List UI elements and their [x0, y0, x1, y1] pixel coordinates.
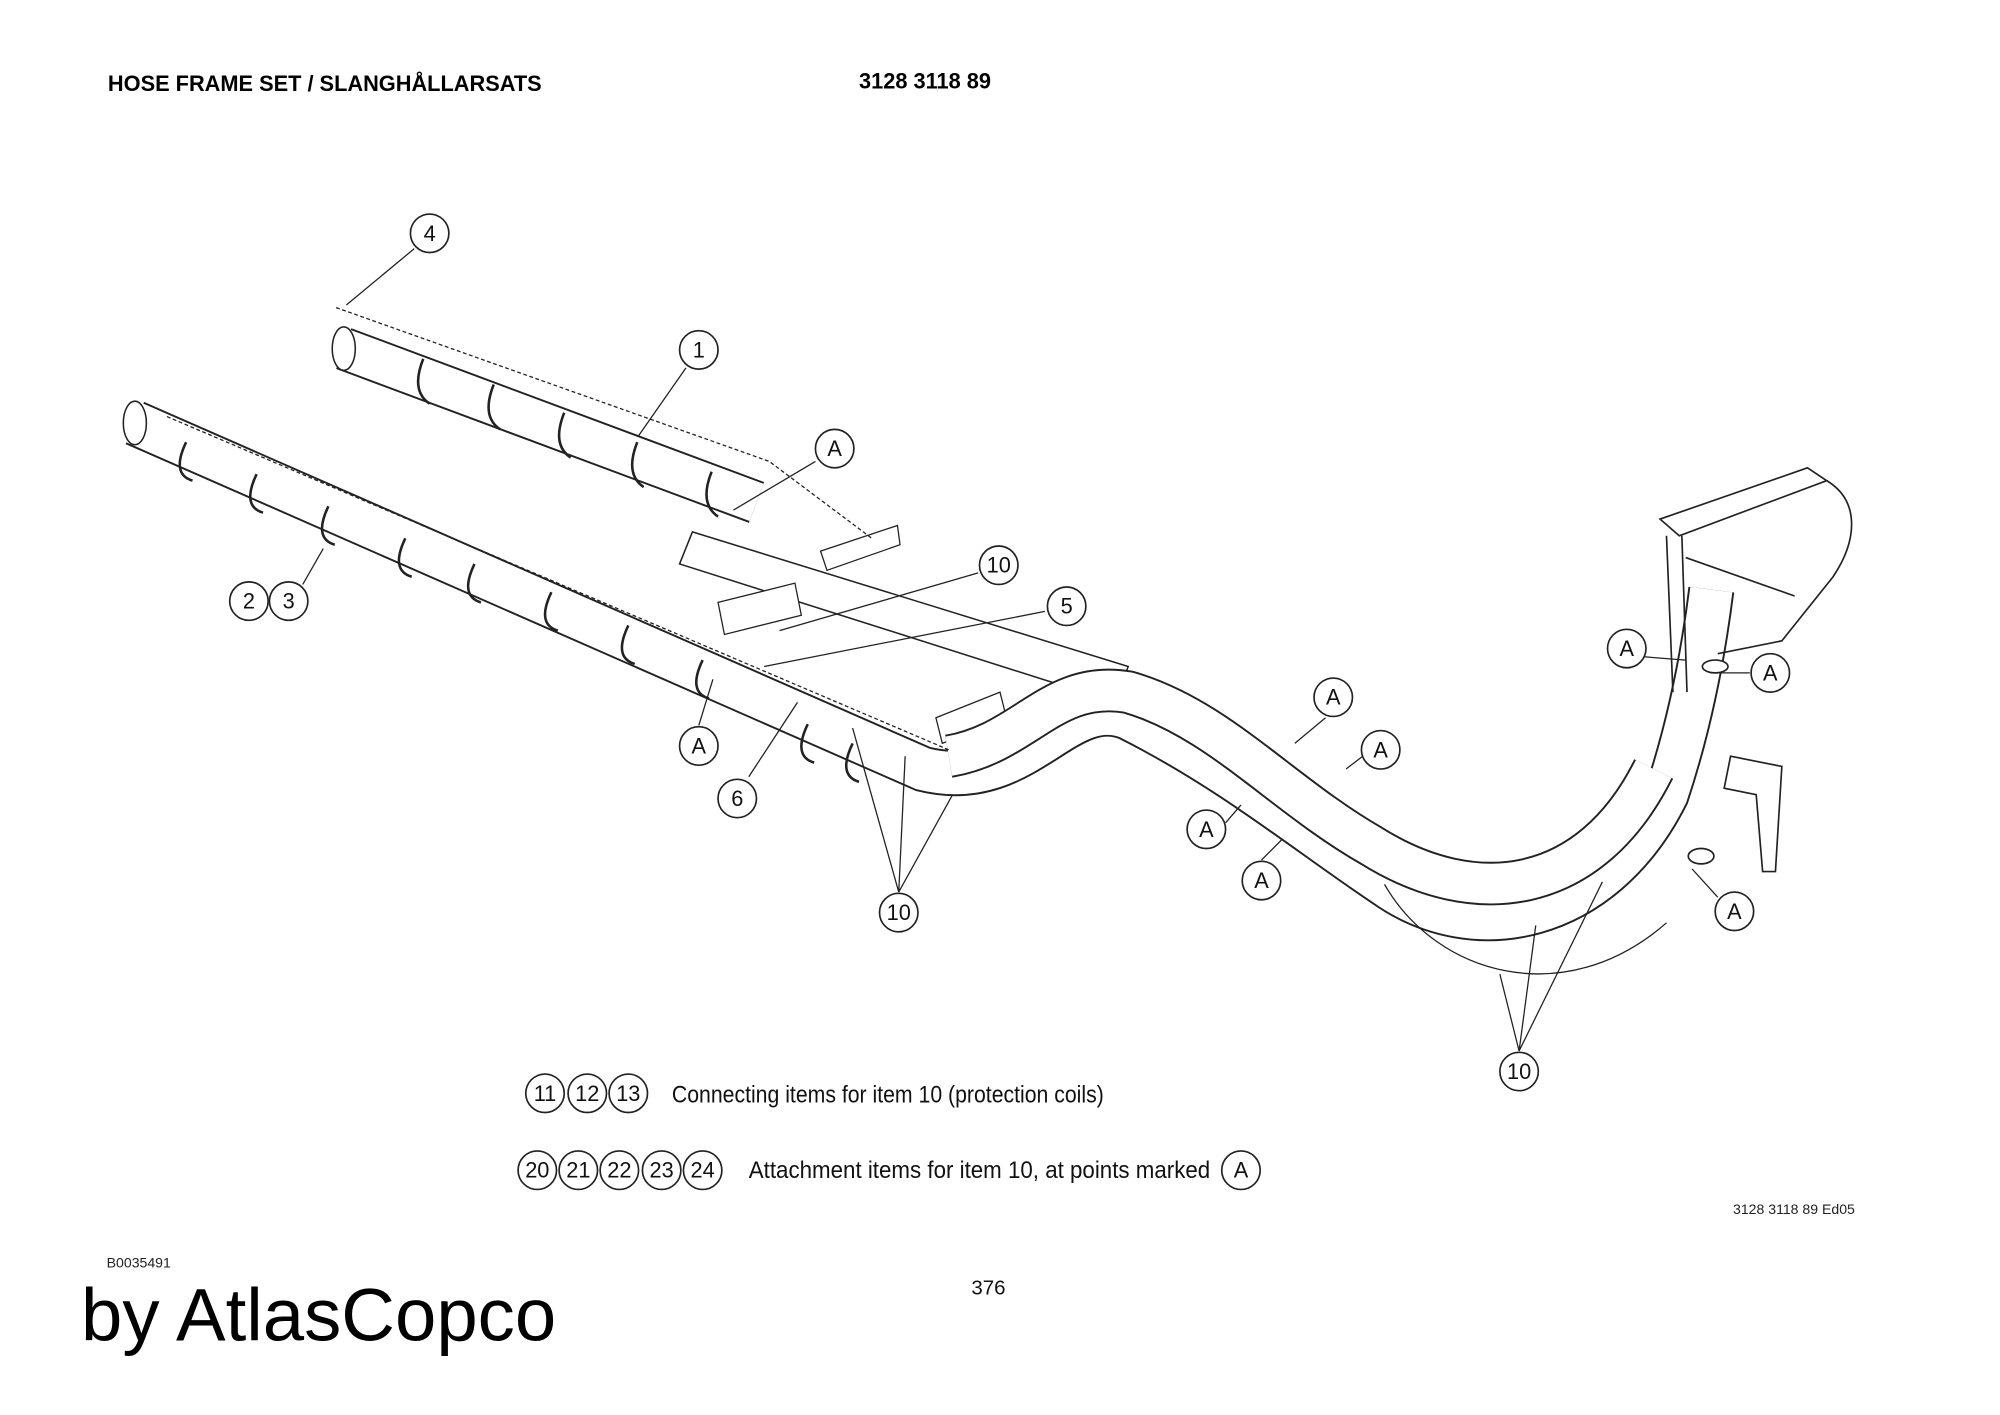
legend-row-attachment: 20 21 22 23 24 Attachment items for item… — [517, 1150, 1262, 1191]
callout-a: A — [1313, 677, 1354, 718]
drawing-id: B0035491 — [107, 1255, 171, 1271]
svg-text:10: 10 — [887, 900, 911, 925]
svg-text:A: A — [1234, 1158, 1249, 1183]
svg-text:10: 10 — [987, 553, 1011, 578]
legend-text: Attachment items for item 10, at points … — [749, 1157, 1210, 1184]
callout-2: 2 — [228, 581, 269, 622]
svg-text:A: A — [692, 733, 707, 758]
callout-10: 10 — [1499, 1051, 1540, 1092]
svg-text:13: 13 — [616, 1081, 640, 1106]
callout-a: A — [678, 725, 719, 767]
svg-text:A: A — [1373, 737, 1388, 762]
svg-text:2: 2 — [243, 589, 255, 614]
callout-a: A — [814, 428, 855, 469]
main-hose — [122, 400, 1735, 975]
callout-a: A — [1186, 809, 1227, 850]
callout-1: 1 — [678, 329, 719, 370]
callout-a: A — [1714, 891, 1755, 932]
svg-text:3: 3 — [283, 589, 295, 614]
leader-lines — [302, 248, 1750, 1052]
frame-beam — [678, 524, 1130, 745]
part-number: 3128 3118 89 — [859, 68, 991, 93]
callout-3: 3 — [268, 581, 309, 622]
page-number: 376 — [971, 1277, 1005, 1300]
svg-text:A: A — [1763, 660, 1778, 685]
edition-code: 3128 3118 89 Ed05 — [1733, 1201, 1855, 1217]
callout-5: 5 — [1046, 586, 1087, 627]
svg-text:10: 10 — [1507, 1059, 1531, 1084]
svg-text:4: 4 — [424, 221, 436, 246]
handle-frame — [1658, 466, 1853, 873]
svg-text:24: 24 — [691, 1158, 715, 1183]
callout-a: A — [1241, 860, 1282, 901]
brand-text: by AtlasCopco — [81, 1274, 556, 1357]
svg-text:5: 5 — [1061, 594, 1073, 619]
callout-10: 10 — [978, 545, 1019, 586]
svg-text:6: 6 — [731, 786, 743, 811]
callout-a: A — [1360, 729, 1401, 770]
legend-row-connecting: 11 12 13 Connecting items for item 10 (p… — [524, 1073, 1104, 1114]
svg-text:23: 23 — [650, 1158, 674, 1183]
svg-text:A: A — [1326, 685, 1341, 710]
legend-text: Connecting items for item 10 (protection… — [672, 1081, 1104, 1108]
page-title: HOSE FRAME SET / SLANGHÅLLARSATS — [108, 70, 542, 96]
upper-hose — [331, 307, 873, 539]
callout-a: A — [1606, 628, 1647, 669]
svg-text:1: 1 — [693, 337, 705, 362]
svg-text:20: 20 — [525, 1158, 549, 1183]
svg-text:A: A — [827, 436, 842, 461]
callout-a: A — [1750, 652, 1791, 693]
svg-text:A: A — [1727, 899, 1742, 924]
svg-text:A: A — [1619, 636, 1634, 661]
svg-text:12: 12 — [575, 1081, 599, 1106]
callout-10: 10 — [878, 892, 919, 933]
svg-text:11: 11 — [534, 1081, 557, 1106]
callout-4: 4 — [409, 213, 450, 254]
protection-coils — [178, 358, 860, 784]
svg-text:A: A — [1199, 817, 1214, 842]
callout-6: 6 — [717, 778, 758, 819]
svg-text:A: A — [1254, 868, 1269, 893]
svg-text:21: 21 — [566, 1158, 590, 1183]
svg-text:22: 22 — [607, 1158, 631, 1183]
